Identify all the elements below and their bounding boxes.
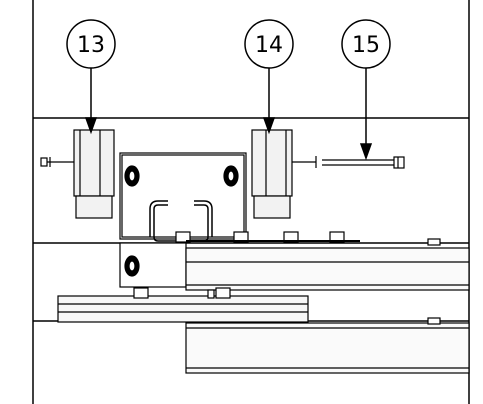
callout-circle: [66, 19, 116, 69]
callout-14: 14: [244, 19, 294, 69]
threaded-rod-15: [292, 156, 405, 169]
callout-15: 15: [341, 19, 391, 69]
beam-lower: [185, 322, 470, 374]
callout-circle: [341, 19, 391, 69]
callout-label: 15: [352, 33, 380, 58]
clamp-block-14: [251, 129, 293, 219]
mounting-plate: [119, 152, 247, 240]
callout-label: 13: [77, 33, 105, 58]
base-rail: [57, 295, 309, 323]
leader-lines: [84, 66, 373, 161]
callout-label: 14: [255, 33, 283, 58]
bolt-left: [40, 157, 74, 167]
callout-circle: [244, 19, 294, 69]
lower-bracket: [119, 242, 187, 288]
nuts-row: [133, 231, 441, 325]
clamp-block-13: [73, 129, 115, 219]
beam-upper: [185, 247, 470, 291]
callout-13: 13: [66, 19, 116, 69]
